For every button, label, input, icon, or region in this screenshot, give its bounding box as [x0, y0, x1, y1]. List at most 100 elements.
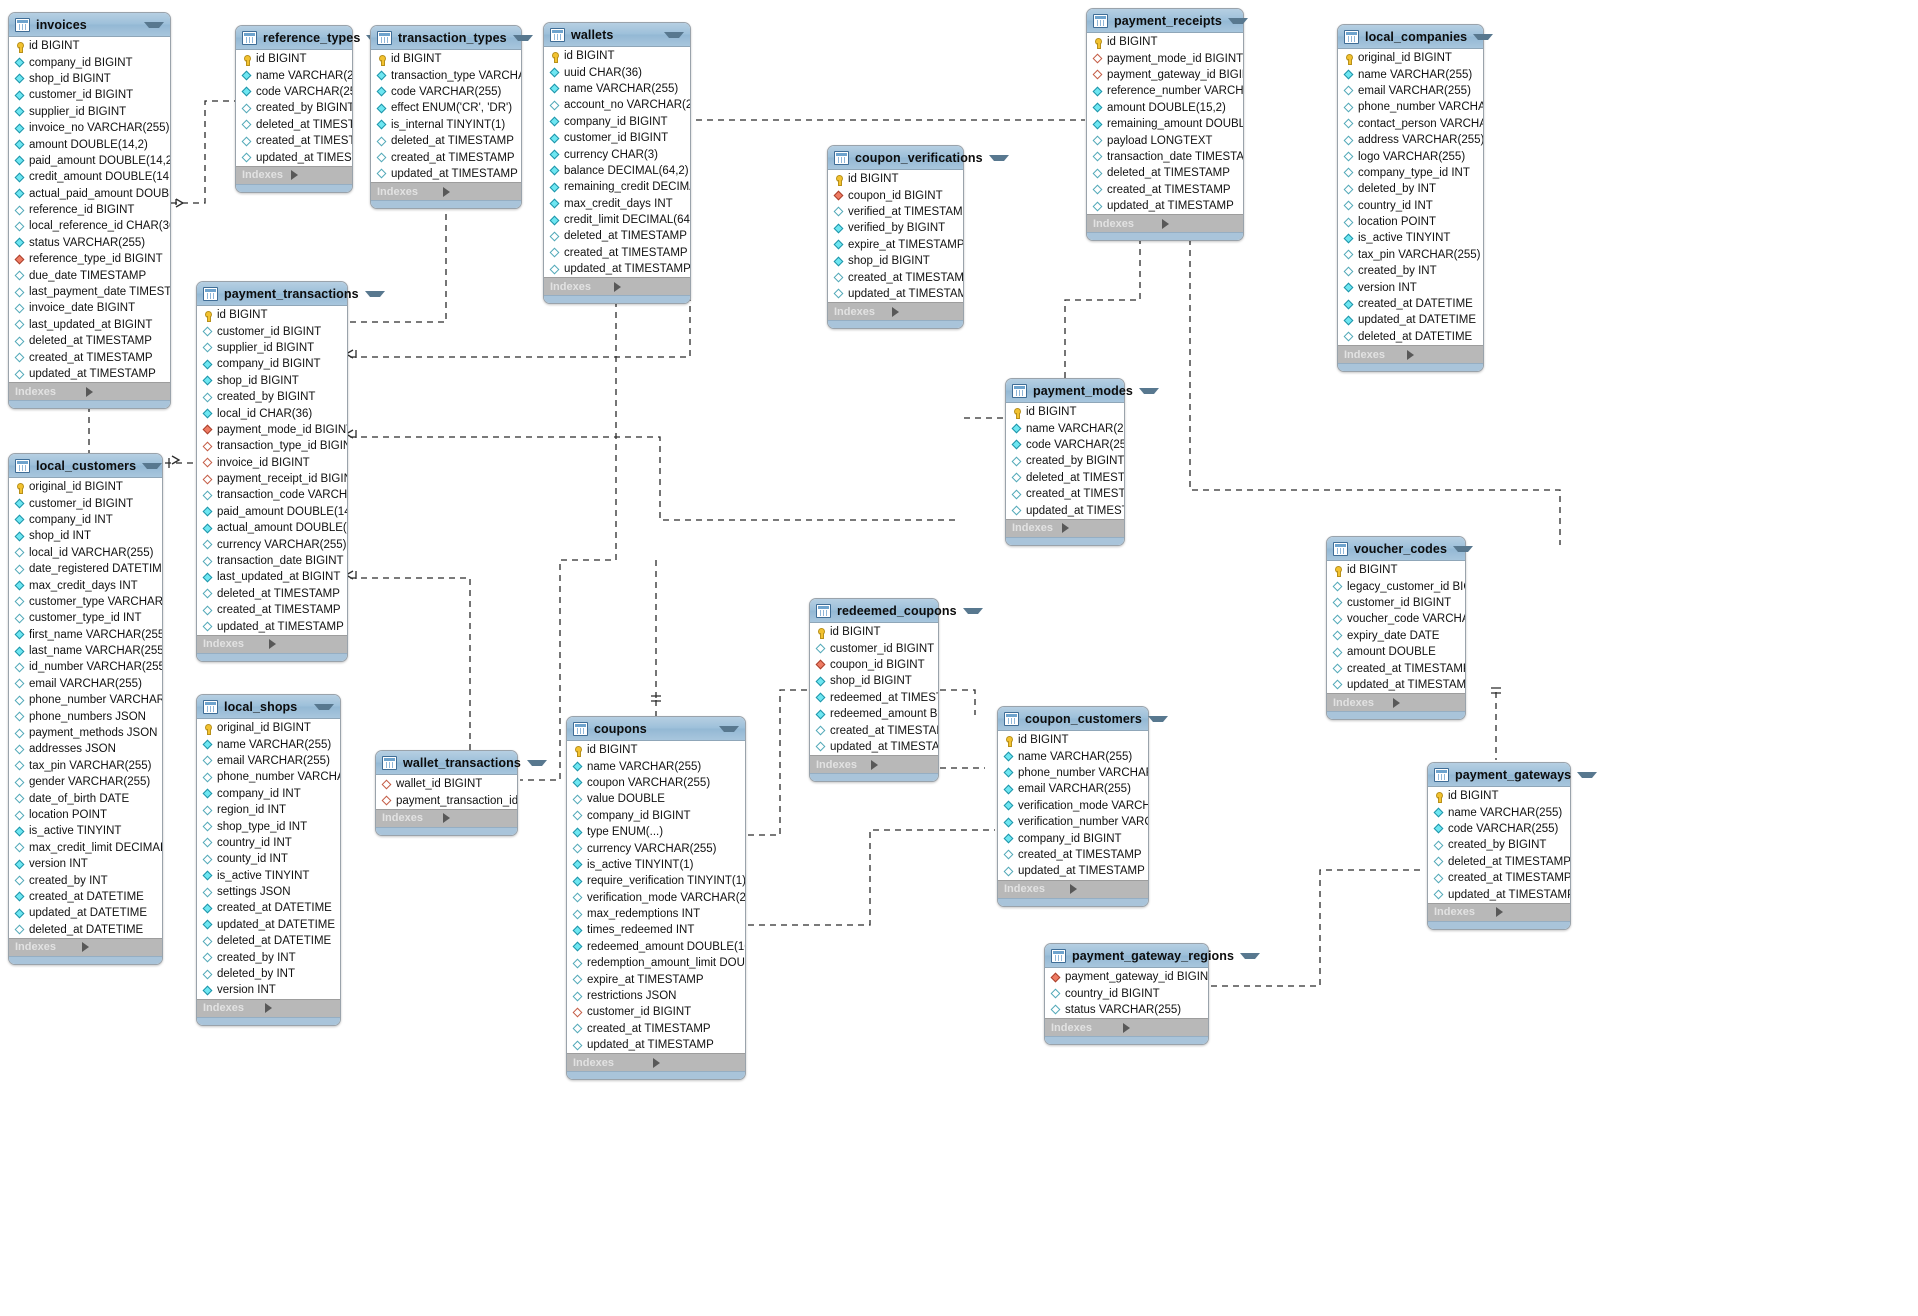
table-header-redeemed_coupons[interactable]: redeemed_coupons: [810, 599, 983, 623]
column-row[interactable]: remaining_amount DOUBLE(15,2): [1087, 116, 1243, 132]
column-row[interactable]: customer_id BIGINT: [9, 495, 162, 511]
column-row[interactable]: location POINT: [1338, 214, 1483, 230]
indexes-section-local_shops[interactable]: Indexes: [197, 998, 340, 1017]
column-row[interactable]: id BIGINT: [197, 307, 347, 323]
column-row[interactable]: phone_number VARCHAR(255): [998, 765, 1148, 781]
column-row[interactable]: currency VARCHAR(255): [567, 840, 745, 856]
column-row[interactable]: restrictions JSON: [567, 988, 745, 1004]
column-row[interactable]: effect ENUM('CR', 'DR'): [371, 100, 521, 116]
column-row[interactable]: created_at TIMESTAMP: [9, 349, 170, 365]
column-row[interactable]: redeemed_at TIMESTAMP: [810, 690, 938, 706]
column-row[interactable]: logo VARCHAR(255): [1338, 148, 1483, 164]
column-row[interactable]: id BIGINT: [1327, 562, 1465, 578]
column-row[interactable]: payment_mode_id BIGINT: [1087, 50, 1243, 66]
column-row[interactable]: deleted_at TIMESTAMP: [371, 133, 521, 149]
column-row[interactable]: created_at DATETIME: [9, 889, 162, 905]
column-row[interactable]: reference_number VARCHAR(255): [1087, 83, 1243, 99]
column-row[interactable]: local_id CHAR(36): [197, 405, 347, 421]
column-row[interactable]: updated_at TIMESTAMP: [998, 863, 1148, 879]
column-row[interactable]: id BIGINT: [371, 51, 521, 67]
column-row[interactable]: is_active TINYINT: [197, 868, 340, 884]
column-row[interactable]: is_internal TINYINT(1): [371, 117, 521, 133]
column-row[interactable]: payment_gateway_id BIGINT: [1045, 969, 1208, 985]
column-row[interactable]: customer_id BIGINT: [567, 1004, 745, 1020]
column-row[interactable]: value DOUBLE: [567, 791, 745, 807]
column-row[interactable]: deleted_at TIMESTAMP: [544, 228, 690, 244]
column-row[interactable]: local_reference_id CHAR(36): [9, 218, 170, 234]
column-row[interactable]: balance DECIMAL(64,2): [544, 163, 690, 179]
column-row[interactable]: id BIGINT: [1087, 34, 1243, 50]
indexes-section-wallets[interactable]: Indexes: [544, 277, 690, 296]
column-row[interactable]: updated_at TIMESTAMP: [828, 286, 963, 302]
column-row[interactable]: original_id BIGINT: [197, 720, 340, 736]
column-row[interactable]: updated_at TIMESTAMP: [236, 149, 352, 165]
column-row[interactable]: name VARCHAR(255): [197, 736, 340, 752]
column-row[interactable]: id BIGINT: [236, 51, 352, 67]
column-row[interactable]: company_id BIGINT: [998, 830, 1148, 846]
column-row[interactable]: redemption_amount_limit DOUBLE(16,2): [567, 955, 745, 971]
chevron-down-icon[interactable]: [719, 725, 739, 732]
column-row[interactable]: created_at DATETIME: [1338, 296, 1483, 312]
column-row[interactable]: id_number VARCHAR(255): [9, 659, 162, 675]
column-row[interactable]: coupon_id BIGINT: [828, 187, 963, 203]
column-row[interactable]: email VARCHAR(255): [998, 781, 1148, 797]
column-row[interactable]: email VARCHAR(255): [197, 753, 340, 769]
indexes-section-payment_gateways[interactable]: Indexes: [1428, 902, 1570, 921]
column-row[interactable]: coupon_id BIGINT: [810, 657, 938, 673]
column-row[interactable]: created_at TIMESTAMP: [810, 722, 938, 738]
indexes-section-coupon_customers[interactable]: Indexes: [998, 879, 1148, 898]
column-row[interactable]: region_id INT: [197, 802, 340, 818]
column-row[interactable]: first_name VARCHAR(255): [9, 627, 162, 643]
column-row[interactable]: verification_mode VARCHAR(255): [567, 890, 745, 906]
column-row[interactable]: actual_paid_amount DOUBLE(14,2): [9, 186, 170, 202]
column-row[interactable]: transaction_code VARCHAR(255): [197, 487, 347, 503]
column-row[interactable]: credit_amount DOUBLE(14,2): [9, 169, 170, 185]
column-row[interactable]: customer_id BIGINT: [810, 640, 938, 656]
column-row[interactable]: status VARCHAR(255): [1045, 1002, 1208, 1018]
column-row[interactable]: id BIGINT: [9, 38, 170, 54]
column-row[interactable]: country_id BIGINT: [1045, 985, 1208, 1001]
column-row[interactable]: code VARCHAR(255): [1428, 821, 1570, 837]
column-row[interactable]: updated_at TIMESTAMP: [567, 1037, 745, 1053]
indexes-section-payment_receipts[interactable]: Indexes: [1087, 214, 1243, 233]
column-row[interactable]: email VARCHAR(255): [9, 676, 162, 692]
column-row[interactable]: deleted_at DATETIME: [1338, 329, 1483, 345]
column-row[interactable]: original_id BIGINT: [9, 479, 162, 495]
column-row[interactable]: currency VARCHAR(255): [197, 536, 347, 552]
column-row[interactable]: created_by INT: [1338, 263, 1483, 279]
column-row[interactable]: contact_person VARCHAR(255): [1338, 116, 1483, 132]
triangle-right-icon[interactable]: [268, 639, 342, 650]
column-row[interactable]: type ENUM(...): [567, 824, 745, 840]
column-row[interactable]: supplier_id BIGINT: [9, 104, 170, 120]
triangle-right-icon[interactable]: [1123, 1022, 1202, 1033]
column-row[interactable]: deleted_at TIMESTAMP: [9, 333, 170, 349]
chevron-down-icon[interactable]: [144, 21, 164, 28]
column-row[interactable]: created_by BIGINT: [1428, 837, 1570, 853]
column-row[interactable]: updated_at DATETIME: [197, 917, 340, 933]
column-row[interactable]: reference_id BIGINT: [9, 202, 170, 218]
column-row[interactable]: version INT: [1338, 279, 1483, 295]
column-row[interactable]: reference_type_id BIGINT: [9, 251, 170, 267]
column-row[interactable]: payment_receipt_id BIGINT: [197, 471, 347, 487]
table-header-payment_receipts[interactable]: payment_receipts: [1087, 9, 1248, 33]
column-row[interactable]: shop_id BIGINT: [828, 253, 963, 269]
triangle-right-icon[interactable]: [652, 1057, 740, 1068]
column-row[interactable]: tax_pin VARCHAR(255): [1338, 247, 1483, 263]
table-header-payment_gateways[interactable]: payment_gateways: [1428, 763, 1598, 787]
indexes-section-reference_types[interactable]: Indexes: [236, 165, 352, 184]
chevron-down-icon[interactable]: [1227, 17, 1248, 24]
column-row[interactable]: deleted_at TIMESTAMP: [197, 586, 347, 602]
column-row[interactable]: code VARCHAR(255): [371, 84, 521, 100]
indexes-section-coupon_verifications[interactable]: Indexes: [828, 302, 963, 321]
column-row[interactable]: uuid CHAR(36): [544, 64, 690, 80]
column-row[interactable]: amount DOUBLE(14,2): [9, 136, 170, 152]
column-row[interactable]: shop_id INT: [9, 528, 162, 544]
column-row[interactable]: max_redemptions INT: [567, 906, 745, 922]
chevron-down-icon[interactable]: [1147, 715, 1168, 722]
column-row[interactable]: county_id INT: [197, 851, 340, 867]
